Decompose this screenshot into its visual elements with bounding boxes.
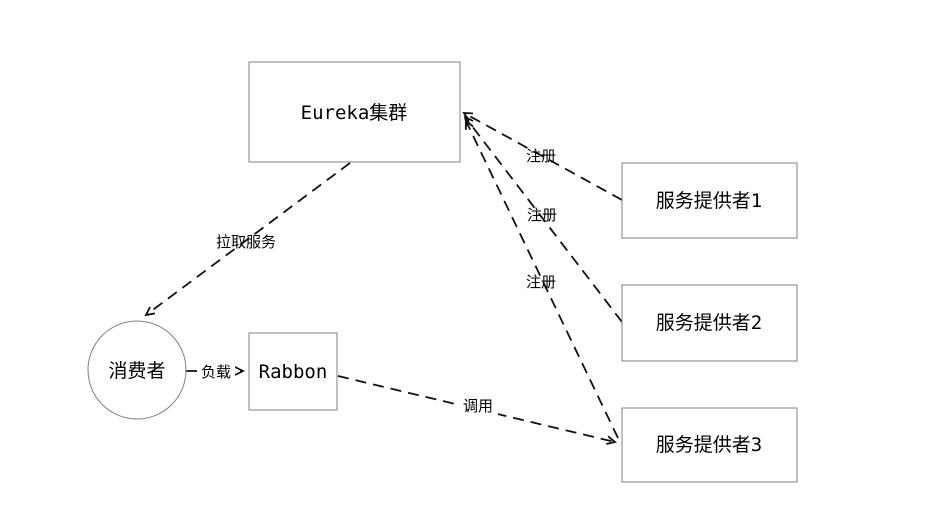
invoke-label-bg [458,397,498,415]
load-label-bg [197,362,235,380]
rabbon-label: Rabbon [259,361,328,383]
rabbon-node [248,332,338,411]
edge-pull-service [144,162,351,317]
load-label: 负载 [201,363,231,381]
register1-label: 注册 [526,147,556,165]
invoke-label: 调用 [463,397,493,415]
eureka-cluster-label: Eureka集群 [301,102,408,124]
provider3-node [621,407,798,483]
consumer-node [87,320,187,420]
edge-register-provider2 [463,115,623,323]
edge-invoke [337,375,617,445]
pull-service-label: 拉取服务 [216,233,276,251]
provider2-label: 服务提供者2 [656,312,762,334]
register3-label: 注册 [526,273,556,291]
provider3-label: 服务提供者3 [656,434,762,456]
provider1-label: 服务提供者1 [656,190,762,212]
eureka-cluster-node [248,61,461,163]
edge-register-provider1 [462,112,623,201]
register2-label: 注册 [527,206,557,224]
consumer-label: 消费者 [108,360,165,382]
provider1-node [621,162,798,239]
edge-register-provider3 [464,119,619,439]
provider2-node [621,284,798,362]
